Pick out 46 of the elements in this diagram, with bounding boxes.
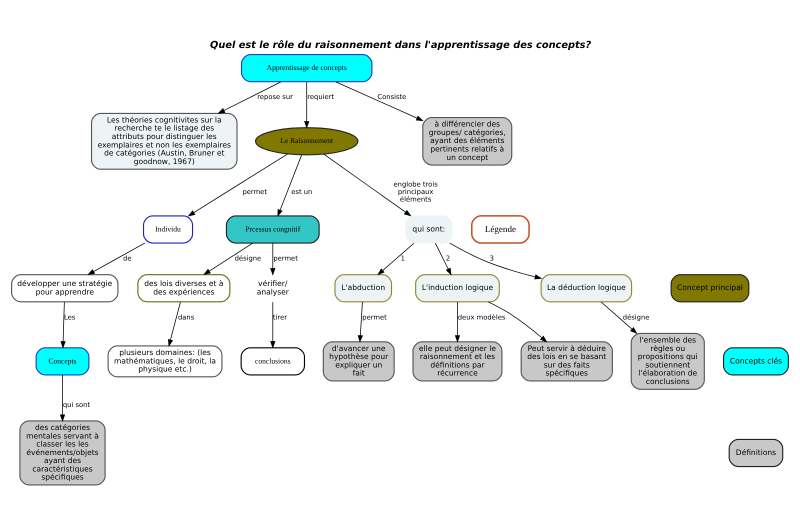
- arrow: [335, 81, 424, 121]
- node-box: L'abduction: [334, 274, 392, 302]
- node-box: qui sont:: [405, 214, 452, 244]
- node-box: L'induction logique: [415, 274, 500, 302]
- arrow: [203, 242, 254, 275]
- node-box: des catégories mentales servant à classer les les événements/objets ayant des caractéristiques spécifiques: [19, 420, 106, 486]
- arrow: [217, 81, 282, 114]
- legend-label: Concepts clés: [730, 356, 782, 365]
- node-box: Apprentissage de concepts: [240, 54, 372, 82]
- node-box: Concepts: [36, 346, 90, 375]
- legend-label: Concept principal: [677, 282, 743, 292]
- arrow: [168, 301, 181, 346]
- node-ellipse: Le Raisonnement: [255, 126, 358, 155]
- arrow: [434, 242, 452, 276]
- arrow: [488, 300, 548, 342]
- node-box: elle peut désigner le raisonnement et les définitions par récurrence: [412, 340, 502, 382]
- node-box: Prcessus congnitif: [226, 214, 320, 244]
- arrow: [304, 81, 310, 128]
- node-box: à différencier des groupes/ catégories, ayant des éléments pertinents relatifs à un concept: [422, 116, 512, 166]
- arrow: [323, 153, 412, 216]
- legend-label: Définitions: [736, 447, 776, 456]
- node-text: vérifier/ analyser: [256, 278, 289, 296]
- arrow: [270, 242, 276, 276]
- node-box: des lois diverses et à des expériences: [137, 274, 230, 302]
- node-box: plusieurs domaines: (les mathématiques, le droit, la physique etc.): [108, 344, 222, 377]
- arrow: [87, 242, 146, 275]
- node-box: conclusions: [240, 346, 306, 375]
- node-box: Les théories cognitivites sur la recherche te le listage des attributs pour distinguer les exemplaires et non les exemplaires de catégories (Austin, Bruner et goodnow, 1967): [90, 112, 238, 170]
- node-box: La déduction logique: [540, 274, 632, 302]
- node-box: développer une stratégie pour apprendre: [11, 274, 118, 302]
- label: Légende: [484, 223, 516, 234]
- arrow: [60, 374, 66, 422]
- node-box: l'ensemble des règles ou propositions qui soutiennent l'élaboration de conclusions: [630, 332, 705, 390]
- arrow: [358, 301, 363, 342]
- node-box: d'avancer une hypothèse pour expliquer un fait: [322, 340, 395, 382]
- arrow: [454, 301, 460, 342]
- arrow: [188, 153, 288, 216]
- diagram-title: Quel est le rôle du raisonnement dans l'apprentissage des concepts?: [210, 40, 592, 51]
- arrow: [277, 154, 302, 216]
- arrow: [600, 301, 638, 334]
- node-box: Individu: [142, 214, 194, 244]
- arrow: [449, 242, 542, 279]
- arrow: [270, 301, 276, 348]
- node-box: Peut servir à déduire des lois en se basant sur des faits spécifiques: [520, 340, 613, 382]
- arrow: [377, 242, 414, 275]
- arrow: [60, 301, 66, 348]
